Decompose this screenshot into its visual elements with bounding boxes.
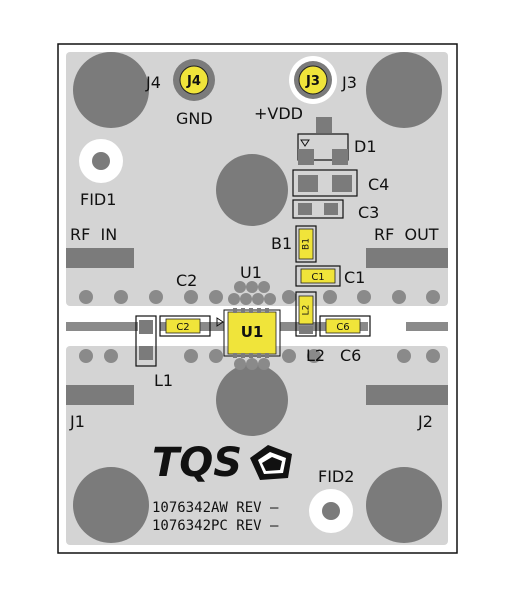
l2-body-label: L2 — [302, 305, 312, 316]
label-u1: U1 — [240, 263, 262, 282]
l2-body[interactable] — [298, 295, 314, 325]
l2-outline — [295, 291, 317, 337]
label-d1: D1 — [354, 137, 377, 156]
connector-j3-pad[interactable] — [298, 65, 328, 95]
label-b1: B1 — [271, 234, 292, 253]
rf-trace-output — [280, 322, 368, 331]
label-c6: C6 — [340, 346, 361, 365]
c2-body[interactable] — [165, 318, 201, 334]
c6-body[interactable] — [325, 318, 361, 334]
c4-outline — [292, 169, 358, 197]
mounting-hole — [73, 52, 149, 128]
c2-outline — [159, 315, 211, 337]
connector-j3-pad-label: J3 — [305, 74, 320, 89]
rf-in-pad-bottom — [66, 385, 134, 405]
c2-body-label: C2 — [176, 322, 189, 333]
rf-out-pad-bottom — [366, 385, 448, 405]
tqs-logo: TQS — [152, 440, 242, 486]
d1-outline — [297, 133, 349, 161]
u1-leads — [233, 308, 269, 358]
c6-outline — [319, 315, 371, 337]
l1-pad-b — [139, 346, 153, 360]
c6-body-label: C6 — [336, 322, 349, 333]
d1-polarity-marker — [300, 139, 310, 147]
fiducial-fid2-dot — [322, 502, 340, 520]
c3-outline — [292, 199, 344, 219]
label-vdd: +VDD — [254, 104, 303, 123]
via-row-bottom — [79, 349, 440, 370]
label-l1: L1 — [154, 371, 173, 390]
u1-body-label: U1 — [241, 323, 264, 341]
rf-in-pad-top — [66, 248, 134, 268]
c4-pad-b — [332, 175, 352, 192]
u1-pin1-marker — [216, 317, 224, 327]
label-l2: L2 — [306, 346, 325, 365]
c1-body-label: C1 — [311, 272, 324, 283]
c3-pad-a — [298, 203, 312, 215]
rf-trace-input — [66, 322, 138, 331]
l1-pad-a — [139, 320, 153, 334]
b1-body[interactable] — [298, 228, 314, 260]
label-c4: C4 — [368, 175, 389, 194]
thermal-hole — [216, 364, 288, 436]
connector-j4-pad-label: J4 — [186, 74, 201, 89]
l2-pad — [299, 326, 313, 334]
c1-outline — [295, 265, 341, 287]
l1-outline — [135, 315, 157, 367]
label-j3: J3 — [341, 73, 357, 92]
tqs-logo-mark — [250, 445, 292, 480]
thermal-hole — [216, 154, 288, 226]
via-row-top — [79, 281, 440, 305]
label-j2: J2 — [417, 412, 433, 431]
rf-out-pad-top — [366, 248, 448, 268]
d1-pad-b — [298, 149, 314, 165]
label-fid2: FID2 — [318, 467, 354, 486]
c4-pad-a — [298, 175, 318, 192]
mounting-hole — [366, 52, 442, 128]
label-c3: C3 — [358, 203, 379, 222]
connector-j4-pad[interactable] — [179, 65, 209, 95]
c3-pad-b — [324, 203, 338, 215]
d1-pad-c — [332, 149, 348, 165]
c1-body[interactable] — [300, 268, 336, 284]
part-number-line1: 1076342AW REV – — [152, 500, 279, 516]
label-rf-in: RF IN — [70, 225, 117, 244]
b1-outline — [295, 225, 317, 263]
b1-body-label: B1 — [302, 238, 312, 250]
label-j1: J1 — [69, 412, 85, 431]
mounting-hole — [366, 467, 442, 543]
mounting-hole — [73, 467, 149, 543]
label-gnd: GND — [176, 109, 213, 128]
fiducial-fid1-dot — [92, 152, 110, 170]
label-c1: C1 — [344, 268, 365, 287]
part-number-line2: 1076342PC REV – — [152, 518, 279, 534]
label-fid1: FID1 — [80, 190, 116, 209]
label-c2: C2 — [176, 271, 197, 290]
u1-body[interactable] — [227, 311, 277, 355]
d1-pad-a — [316, 117, 332, 133]
rf-trace-output-2 — [406, 322, 448, 331]
label-rf-out: RF OUT — [374, 225, 439, 244]
ground-plane-bottom — [66, 346, 448, 545]
label-j4: J4 — [145, 73, 161, 92]
